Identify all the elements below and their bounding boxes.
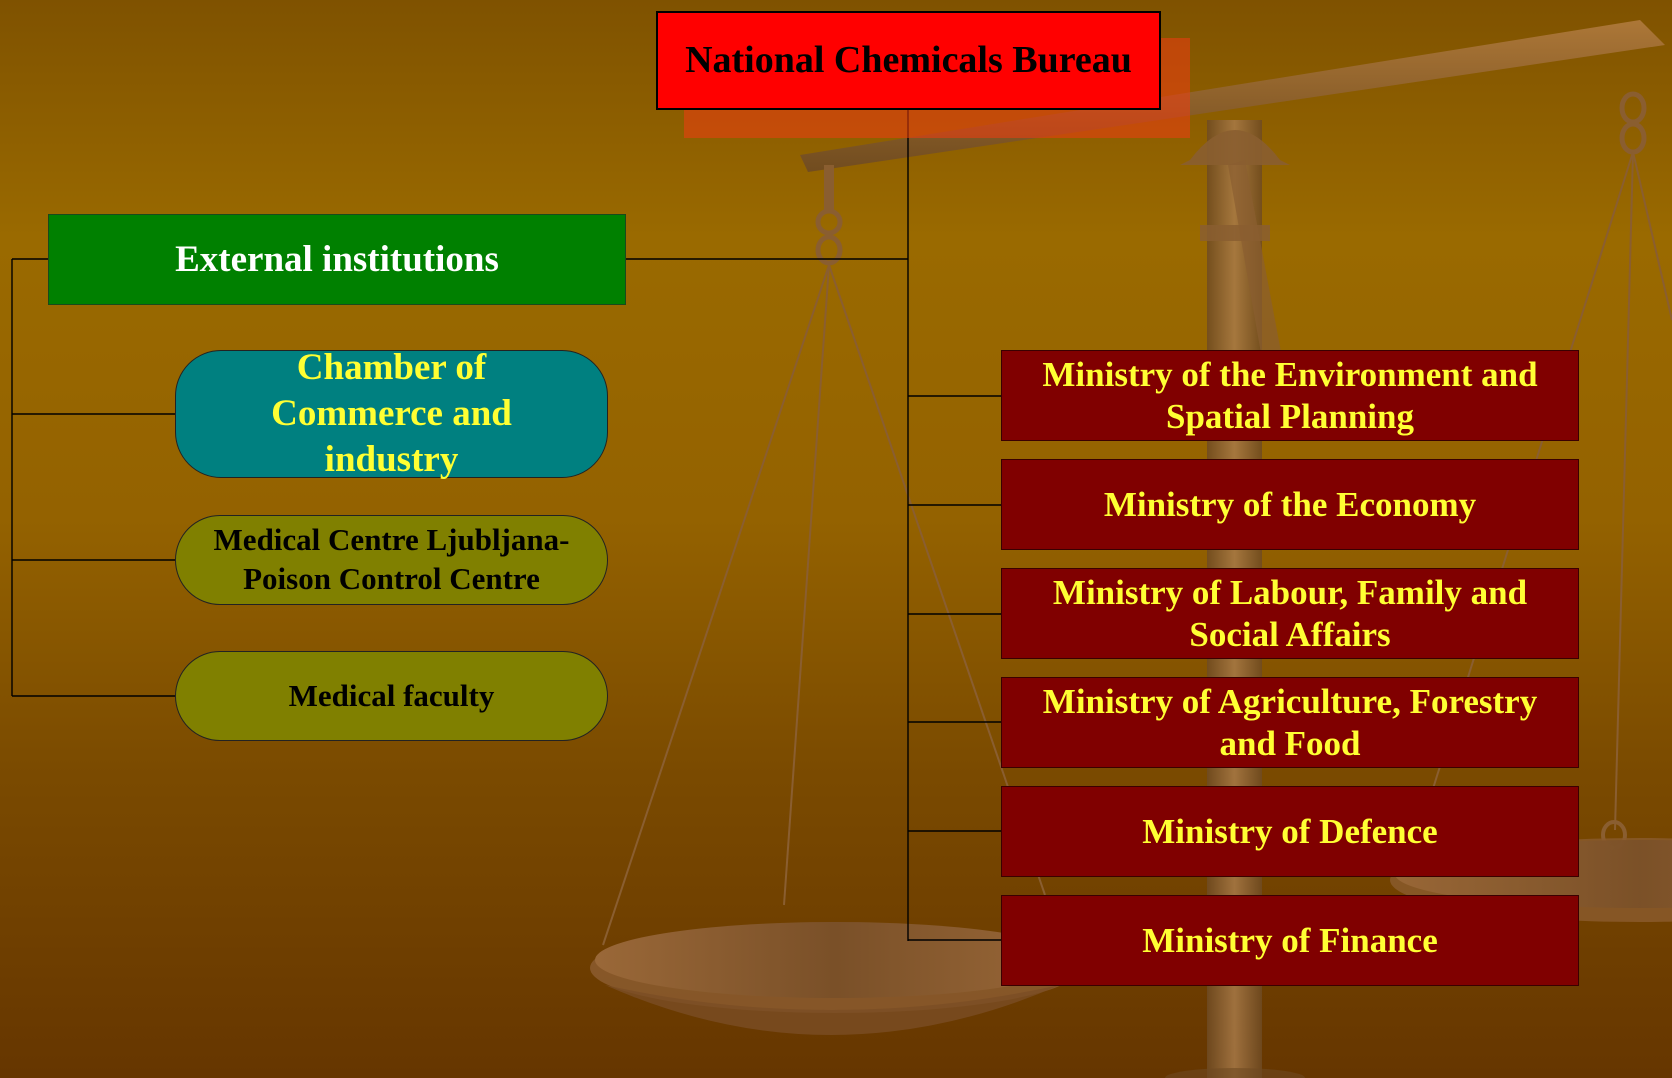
medical-centre-label: Medical Centre Ljubljana-Poison Control … <box>213 522 570 596</box>
ministry-economy-node: Ministry of the Economy <box>1001 459 1579 550</box>
chamber-of-commerce-label: Chamber of Commerce and industry <box>271 346 512 481</box>
ministry-labour-node: Ministry of Labour, Family and Social Af… <box>1001 568 1579 659</box>
medical-faculty-node: Medical faculty <box>175 651 608 741</box>
ministry-defence-node: Ministry of Defence <box>1001 786 1579 877</box>
external-institutions-label: External institutions <box>175 238 499 280</box>
medical-faculty-label: Medical faculty <box>288 678 495 714</box>
ministry-label: Ministry of Finance <box>1142 920 1438 960</box>
root-node: National Chemicals Bureau <box>656 11 1161 110</box>
chamber-of-commerce-node: Chamber of Commerce and industry <box>175 347 608 480</box>
ministry-label: Ministry of Agriculture, Forestry and Fo… <box>1042 681 1538 763</box>
root-node-label: National Chemicals Bureau <box>685 38 1132 81</box>
external-institutions-node: External institutions <box>48 214 626 305</box>
ministry-agriculture-node: Ministry of Agriculture, Forestry and Fo… <box>1001 677 1579 768</box>
ministry-label: Ministry of the Economy <box>1103 484 1477 524</box>
ministry-environment-node: Ministry of the Environment and Spatial … <box>1001 350 1579 441</box>
ministry-label: Ministry of Labour, Family and Social Af… <box>1052 572 1528 654</box>
ministry-label: Ministry of Defence <box>1142 811 1438 851</box>
medical-centre-node: Medical Centre Ljubljana-Poison Control … <box>175 515 608 605</box>
ministry-finance-node: Ministry of Finance <box>1001 895 1579 986</box>
ministry-label: Ministry of the Environment and Spatial … <box>1042 354 1538 436</box>
